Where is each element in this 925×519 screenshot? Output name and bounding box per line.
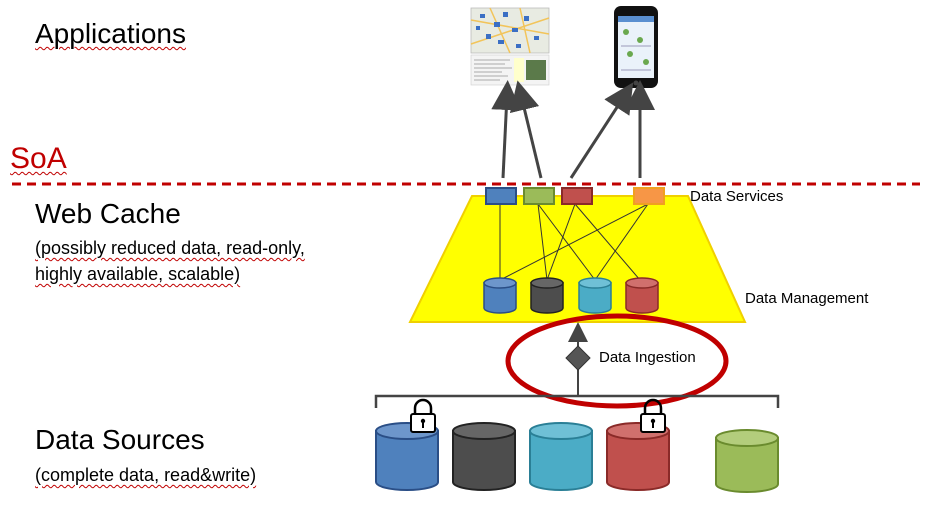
data-service-orange (633, 187, 665, 205)
web-cache-area (408, 195, 747, 323)
cache-store-blue (483, 277, 517, 314)
cache-store-teal (578, 277, 612, 314)
cache-data-stores (483, 277, 659, 314)
mobile-application-phone (614, 6, 658, 88)
cache-store-dark (530, 277, 564, 314)
ingestion-diamond-icon (565, 345, 591, 371)
applications-title: Applications (35, 18, 186, 49)
data-service-blue (485, 187, 517, 205)
web-cache-title: Web Cache (35, 198, 181, 229)
ingestion-arrow (565, 322, 591, 395)
data-management-label: Data Management (745, 290, 869, 307)
source-store-dark (452, 422, 516, 491)
source-data-stores (375, 422, 779, 493)
data-sources-bracket (374, 394, 780, 408)
source-store-blue (375, 422, 439, 491)
soa-title: SoA (10, 142, 67, 175)
data-service-red (561, 187, 593, 205)
map-application-thumbnail (470, 7, 550, 86)
data-sources-description: (complete data, read&write) (35, 465, 257, 485)
cache-store-red (625, 277, 659, 314)
padlock-icon (410, 398, 436, 433)
source-store-teal (529, 422, 593, 491)
service-store-connections (499, 203, 649, 281)
padlock-icon (640, 398, 666, 433)
source-store-green (715, 429, 779, 493)
ingestion-highlight-ellipse (505, 313, 729, 409)
data-ingestion-label: Data Ingestion (599, 349, 696, 366)
source-store-red (606, 422, 670, 491)
web-cache-description-line2: highly available, scalable) (35, 264, 241, 284)
data-service-green (523, 187, 555, 205)
web-cache-description-line1: (possibly reduced data, read-only, (35, 238, 305, 258)
data-service-boxes (485, 187, 665, 205)
data-sources-title: Data Sources (35, 424, 205, 455)
service-to-application-arrows (491, 80, 655, 179)
data-services-label: Data Services (690, 188, 784, 205)
